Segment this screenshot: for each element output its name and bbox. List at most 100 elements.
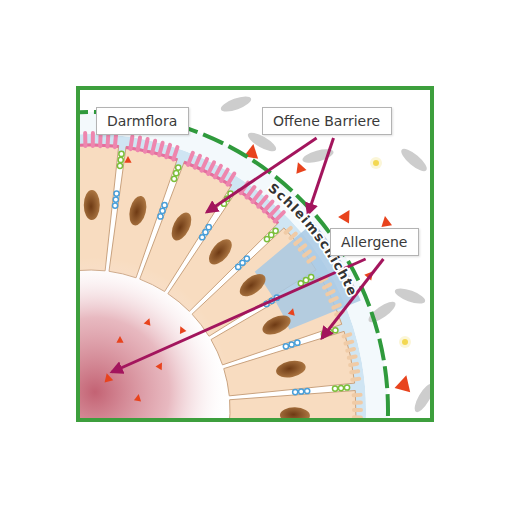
cell-nucleus	[205, 235, 236, 268]
microvillus	[202, 159, 207, 171]
microvillus	[91, 133, 95, 146]
microvillus	[173, 147, 177, 159]
microvillus	[290, 234, 295, 239]
microvillus	[166, 145, 170, 157]
bacterium	[366, 298, 399, 325]
tight-junction	[298, 281, 303, 286]
microvillus	[145, 139, 148, 152]
allergen	[144, 317, 153, 326]
microvillus	[247, 187, 255, 197]
microvillus	[350, 364, 357, 365]
adherens-junction	[206, 225, 211, 230]
allergen	[380, 215, 392, 227]
box-label: Allergene	[341, 233, 408, 251]
tissue-glow	[80, 257, 230, 418]
adherens-junction	[293, 389, 298, 394]
tight-junction	[176, 165, 181, 170]
cell-nucleus	[236, 270, 270, 301]
adherens-junction	[305, 388, 310, 393]
microvillus	[327, 291, 333, 294]
bacterium	[411, 381, 430, 414]
microvillus	[115, 134, 116, 147]
microvillus	[264, 202, 273, 212]
allergen	[102, 372, 113, 383]
adherens-junction	[158, 214, 163, 219]
microvillus	[269, 207, 278, 217]
microvillus	[324, 284, 330, 287]
tight-junction	[338, 385, 343, 390]
microvillus	[98, 133, 102, 146]
brush-border	[184, 162, 231, 185]
mucus-border	[80, 112, 388, 418]
cell-nucleus	[260, 311, 294, 338]
tight-junction	[269, 232, 274, 237]
tight-junction	[273, 228, 278, 233]
microvillus	[347, 349, 354, 351]
allergen	[124, 156, 131, 163]
allergen	[293, 161, 307, 174]
microvillus	[228, 174, 235, 185]
allergen	[338, 207, 355, 224]
microvillus	[354, 393, 361, 397]
particle	[373, 160, 379, 166]
box-label: Offene Barriere	[273, 112, 381, 130]
adherens-junction	[240, 260, 245, 265]
allergen	[395, 373, 415, 392]
cell-nucleus	[275, 358, 308, 380]
tight-junction	[174, 171, 179, 176]
microvillus	[351, 369, 358, 374]
microvillus	[295, 239, 300, 243]
bacterium	[393, 285, 427, 306]
microvillus	[208, 162, 214, 174]
adherens-junction	[236, 264, 241, 269]
brush-border	[237, 190, 278, 223]
epithelial-cell	[224, 331, 355, 396]
label-box: Allergene	[330, 228, 419, 256]
tight-junction	[264, 237, 269, 242]
tight-junction	[309, 275, 314, 280]
adherens-junction	[200, 235, 205, 240]
microvillus	[188, 153, 193, 165]
microvillus	[253, 192, 261, 202]
microvillus	[221, 170, 227, 181]
microvillus	[354, 408, 361, 412]
microvillus	[286, 228, 291, 233]
illustration-group	[80, 93, 430, 418]
microvillus	[215, 166, 221, 177]
microvillus	[344, 334, 351, 336]
adherens-junction	[244, 256, 249, 261]
tight-junction	[303, 278, 308, 283]
allergen	[134, 393, 142, 401]
microvillus	[354, 415, 361, 418]
tight-junction	[117, 163, 122, 168]
microvillus	[105, 134, 110, 147]
cell-nucleus	[280, 407, 310, 418]
frame	[78, 88, 432, 420]
tight-junction	[119, 151, 124, 156]
allergen	[177, 325, 186, 334]
microvillus	[80, 133, 81, 146]
adherens-junction	[283, 344, 288, 349]
adherens-junction	[114, 191, 119, 196]
particle-halo	[370, 157, 382, 169]
label-box: Darmflora	[96, 107, 189, 135]
microvillus	[349, 356, 356, 357]
tight-junction	[333, 328, 338, 333]
microvillus	[159, 143, 162, 156]
label-box: Offene Barriere	[262, 107, 392, 135]
particle-halo	[399, 336, 411, 348]
microvillus	[330, 298, 336, 301]
microvillus	[352, 377, 359, 382]
allergen	[155, 361, 165, 370]
microvillus	[354, 400, 361, 404]
bacterium	[219, 93, 253, 114]
leader-arrow	[308, 138, 334, 214]
microvillus	[152, 141, 155, 154]
microvillus	[304, 251, 310, 255]
microvillus	[138, 138, 140, 151]
adherens-junction	[299, 389, 304, 394]
cell-nucleus	[168, 210, 196, 244]
microvillus	[195, 156, 200, 168]
